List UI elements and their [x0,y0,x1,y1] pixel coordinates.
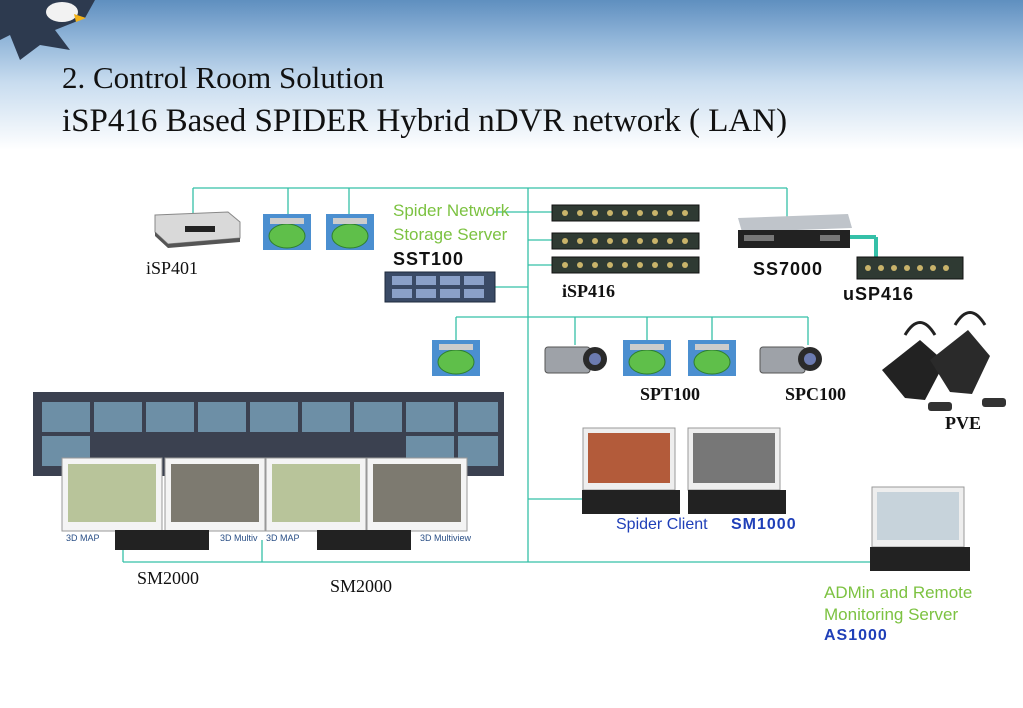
sm2000-label: SM2000 [330,576,393,596]
eagle-logo [0,0,95,60]
header-background [0,0,1023,150]
monitor-caption: 3D MAP [266,533,300,543]
pve-label: PVE [945,413,981,433]
slide-title: 2. Control Room Solution [62,60,385,95]
monitor-caption: 3D Multiv [220,533,258,543]
monitor-icon [265,457,367,532]
encoder-unit-icon [551,256,700,274]
ptz-camera-icon [759,346,822,374]
box-camera-icon [544,346,607,374]
monitor-icon [164,457,266,532]
as1000-label: AS1000 [824,627,888,644]
storage-label-line2: Storage Server [393,225,508,244]
pve-camera-icon [882,311,1006,411]
encoder-unit-icon [551,204,700,222]
network-lines [122,187,921,563]
monitor-icon [61,457,163,532]
admin-label-line2: Monitoring Server [824,605,959,624]
sm2000-label: SM2000 [137,568,200,588]
storage-label-line1: Spider Network [393,201,510,220]
usp416-label: uSP416 [843,284,915,304]
dome-camera-icon [263,214,311,250]
sm1000-label: SM1000 [731,516,797,533]
encoder-unit-icon [551,232,700,250]
dome-camera-icon [432,340,480,376]
encoder-unit-icon [856,256,964,280]
slide-subtitle: iSP416 Based SPIDER Hybrid nDVR network … [62,103,788,139]
monitor-caption: 3D Multiview [420,533,472,543]
monitor-caption: 3D MAP [66,533,100,543]
monitor-icon [366,457,468,532]
sst100-label: SST100 [393,249,465,269]
pc-tower-icon [115,530,411,550]
storage-server-icon [384,271,496,303]
spc100-label: SPC100 [785,384,847,404]
monitor-icon [687,427,781,491]
dome-camera-icon [623,340,671,376]
admin-label-line1: ADMin and Remote [824,583,973,602]
spt100-label: SPT100 [640,384,701,404]
dvr-box-icon [154,211,241,248]
rack-server-icon [738,214,852,248]
isp401-label: iSP401 [146,258,199,278]
client-label: Spider Client [616,516,708,533]
pc-tower-icon [870,547,970,571]
ss7000-label: SS7000 [753,259,824,279]
isp416-label: iSP416 [562,281,616,301]
monitor-icon [582,427,676,491]
pc-tower-icon [582,490,786,514]
monitor-icon [871,486,965,548]
dome-camera-icon [688,340,736,376]
dome-camera-icon [326,214,374,250]
